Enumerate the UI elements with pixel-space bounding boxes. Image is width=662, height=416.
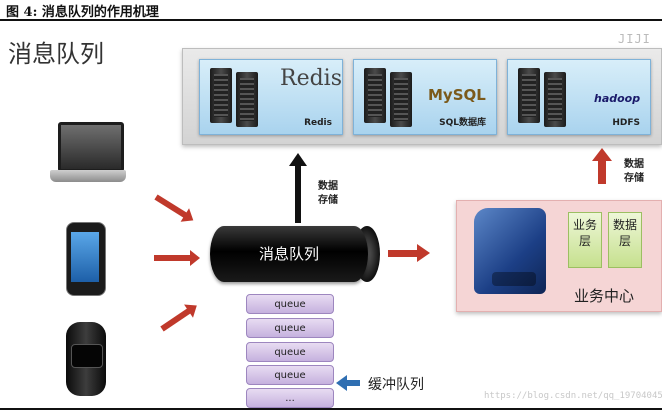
hdfs-label: HDFS	[612, 118, 640, 128]
queue-item: ...	[246, 388, 334, 408]
laptop-base-icon	[50, 170, 126, 182]
mysql-label: SQL数据库	[439, 118, 486, 128]
message-queue: 消息队列	[210, 226, 368, 282]
arrow-right-icon	[154, 194, 189, 219]
buffer-queue-label: 缓冲队列	[368, 377, 424, 393]
hdfs-panel: hadoop HDFS	[507, 59, 651, 135]
cube-shadow	[492, 272, 536, 286]
redis-label: Redis	[304, 118, 332, 128]
arrow-right-icon	[154, 250, 200, 266]
server-icon	[518, 68, 540, 123]
queue-item: queue	[246, 294, 334, 314]
business-layer: 业务层	[568, 212, 602, 268]
top-rule	[0, 19, 662, 21]
logo: JIJI	[618, 32, 651, 46]
redis-logo: Redis	[280, 66, 342, 91]
server-icon	[364, 68, 386, 123]
server-icon	[544, 72, 566, 127]
figure-caption: 图 4: 消息队列的作用机理	[6, 5, 159, 20]
phone-screen-icon	[71, 232, 99, 282]
server-cube-icon	[474, 208, 546, 294]
redis-panel: Redis Redis	[199, 59, 343, 135]
laptop-icon	[58, 122, 124, 172]
arrow-up-icon	[289, 153, 307, 223]
arrow-right-icon	[388, 244, 430, 262]
wristband-face-icon	[71, 344, 103, 368]
arrow-right-icon	[160, 307, 192, 332]
storage-tier: Redis Redis MySQL SQL数据库 hadoop HDFS	[182, 48, 662, 145]
arrow-left-icon	[336, 375, 360, 391]
queue-item: queue	[246, 365, 334, 385]
data-store-label: 数据存储	[318, 181, 338, 206]
server-icon	[390, 72, 412, 127]
server-icon	[236, 72, 258, 127]
queue-item: queue	[246, 318, 334, 338]
mysql-logo: MySQL	[428, 86, 486, 104]
business-center-title: 业务中心	[574, 287, 635, 305]
queue-item: queue	[246, 342, 334, 362]
arrow-up-icon	[592, 148, 612, 184]
server-icon	[210, 68, 232, 123]
mysql-panel: MySQL SQL数据库	[353, 59, 497, 135]
data-store-label: 数据存储	[624, 159, 644, 184]
data-layer: 数据层	[608, 212, 642, 268]
hadoop-logo: hadoop	[594, 92, 641, 105]
watermark: https://blog.csdn.net/qq_19704045	[484, 391, 662, 401]
slide-title: 消息队列	[8, 40, 104, 68]
bottom-rule	[0, 408, 662, 410]
